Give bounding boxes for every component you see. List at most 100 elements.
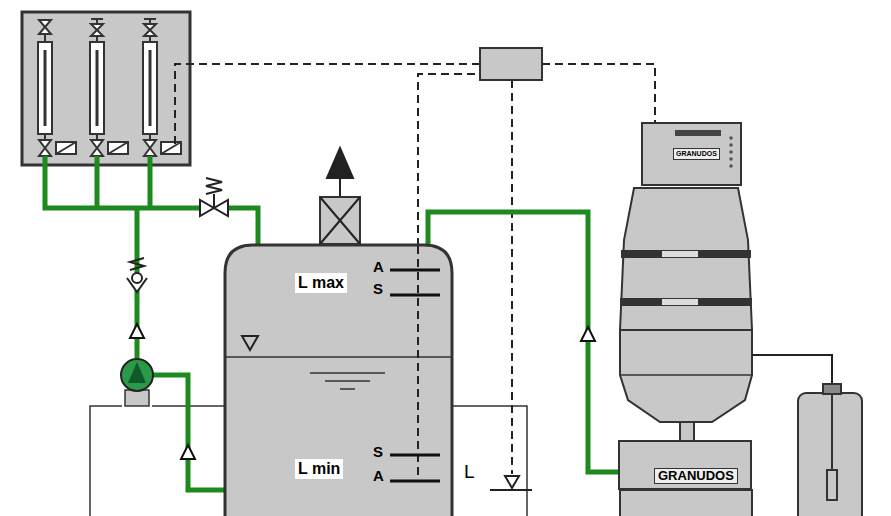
- rotameter-part: [108, 142, 128, 154]
- junction-box: [480, 48, 542, 80]
- cable: [752, 355, 832, 384]
- level-sensor-symbol-part: [490, 489, 532, 491]
- dosing-machine-part: [621, 250, 751, 258]
- dosing-base-box: GRANUDOS: [618, 440, 752, 490]
- controller-box-outline-part: [729, 150, 733, 154]
- vent-symbol-part: [320, 197, 360, 244]
- rotameter-part: [144, 140, 156, 156]
- rotameter-part: [39, 140, 51, 156]
- level-label: L max: [295, 273, 347, 293]
- valve-symbol-part: [213, 194, 215, 208]
- rotameter-part: [91, 24, 103, 36]
- tank-outline-part: [340, 388, 355, 390]
- pipe-connector: [428, 212, 618, 472]
- switch-label: S: [373, 444, 383, 459]
- pipe-part: [228, 208, 258, 248]
- rotameter-part: [44, 50, 47, 126]
- flow-arrow: [181, 445, 195, 459]
- check-valve-symbol-part: [130, 258, 144, 270]
- switch-label: A: [373, 259, 384, 274]
- dosing-machine-part: [620, 188, 752, 422]
- pipe-part: [95, 156, 100, 208]
- vent-symbol: [320, 148, 360, 244]
- rotameter-panel-part: [22, 12, 190, 165]
- pipe-part: [153, 375, 228, 490]
- pipe: [428, 212, 618, 472]
- pipe-part: [45, 156, 200, 208]
- flow-arrow: [581, 327, 595, 341]
- rotameter-part: [143, 42, 157, 134]
- rotameter-part: [56, 142, 76, 154]
- rotameter: [38, 20, 76, 156]
- rotameter-part: [161, 142, 181, 154]
- check-valve-symbol: [127, 258, 147, 292]
- pipe-part: [148, 156, 153, 208]
- vent-symbol-part: [320, 197, 360, 244]
- rotameter-part: [90, 42, 104, 134]
- level-sensor-symbol-part: [505, 476, 519, 488]
- tank-outline-part: [310, 372, 385, 374]
- canister-part: [798, 393, 862, 516]
- canister-part: [827, 470, 837, 500]
- signal-line-part: [511, 80, 513, 474]
- canister: [798, 384, 862, 516]
- tank-outline-part: [242, 336, 258, 350]
- pump-symbol: [121, 359, 153, 406]
- valve-symbol-part: [200, 200, 228, 216]
- dosing-machine-part: [620, 374, 752, 376]
- pump-symbol-part: [121, 359, 153, 391]
- controller-box-outline-part: [729, 164, 733, 168]
- pump-symbol-part: [125, 390, 149, 406]
- brand-label: GRANUDOS: [673, 148, 720, 160]
- dosing-machine-part: [620, 298, 752, 306]
- controller-box-outline-part: [729, 143, 733, 147]
- brand-label: GRANUDOS: [654, 468, 738, 484]
- level-sensor-symbol: [490, 476, 532, 490]
- tank-outline-part: [225, 245, 452, 516]
- signal-line-part: [542, 64, 655, 122]
- controller-box-outline-part: [729, 136, 733, 140]
- rotameter-part: [39, 20, 51, 34]
- dosing-machine-part: [680, 422, 694, 441]
- rotameter-panel: [22, 12, 190, 165]
- controller-box-outline-part: [675, 130, 721, 136]
- tank-outline-part: [417, 246, 419, 481]
- vent-symbol-part: [320, 197, 360, 244]
- sensor-label: L: [464, 462, 475, 481]
- signal-line-part: [175, 64, 480, 145]
- canister-part: [823, 384, 841, 394]
- tank: L max L min: [225, 243, 452, 516]
- dosing-machine-part: [620, 490, 752, 516]
- vent-symbol-part: [327, 148, 353, 178]
- valve-symbol-part: [206, 178, 222, 194]
- tank-outline-part: [390, 294, 440, 297]
- tank-outline-part: [390, 480, 440, 483]
- rotameter-part: [144, 24, 156, 36]
- rotameter-part: [149, 50, 152, 126]
- rotameter-part: [56, 142, 76, 154]
- rotameter-part: [161, 142, 181, 154]
- vent-symbol-part: [339, 178, 341, 197]
- check-valve-symbol-part: [132, 273, 142, 283]
- rotameter-part: [108, 142, 128, 154]
- dosing-machine-part: [662, 299, 698, 305]
- switch-label: A: [373, 468, 384, 483]
- flow-arrow: [130, 324, 144, 338]
- rotameter-part: [96, 50, 99, 126]
- rotameter-part: [38, 42, 52, 134]
- tank-outline-part: [390, 269, 440, 272]
- tank-outline-part: [390, 454, 440, 457]
- rotameter-part: [91, 140, 103, 156]
- valve-symbol: [200, 178, 228, 216]
- dosing-machine-part: [662, 251, 698, 257]
- canister-part: [831, 394, 833, 470]
- rotameter: [90, 19, 128, 156]
- controller-box: GRANUDOS: [641, 122, 742, 186]
- switch-label: S: [373, 281, 383, 296]
- controller-box-outline-part: [729, 157, 733, 161]
- tank-outline-part: [325, 380, 370, 382]
- dosing-machine-part: [620, 329, 752, 331]
- pump-symbol-part: [128, 362, 146, 383]
- level-label: L min: [295, 459, 343, 479]
